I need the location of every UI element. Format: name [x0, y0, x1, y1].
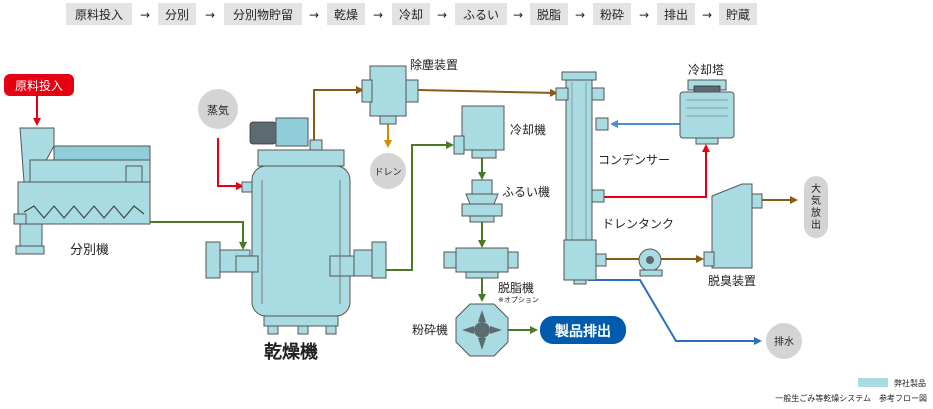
step-box	[158, 3, 196, 25]
step-box	[530, 3, 568, 25]
cooler-label: 冷却機	[510, 122, 546, 137]
flow-arrow: →	[575, 8, 585, 22]
cooling-tower-label: 冷却塔	[688, 63, 724, 77]
cooler-machine	[453, 105, 505, 159]
step-label: 分別	[165, 8, 189, 22]
flow-arrow: →	[437, 8, 447, 22]
step-box	[455, 3, 507, 25]
flow-arrow: →	[309, 8, 319, 22]
step-label: 乾燥	[334, 8, 358, 22]
dryer-machine	[205, 117, 387, 335]
sieve-machine	[461, 179, 503, 223]
separator-machine	[13, 127, 151, 255]
exhaust-char: 出	[811, 218, 821, 231]
product-out-tag: 製品排出	[540, 316, 626, 344]
product-out-label: 製品排出	[554, 323, 611, 340]
flow-arrow: →	[702, 8, 712, 22]
steam-source: 蒸気	[198, 89, 238, 129]
step-box	[657, 3, 695, 25]
drain-water-outlet: 排水	[766, 323, 802, 359]
separator-to-dryer-line	[150, 221, 247, 250]
legend-caption: 一般生ごみ等乾燥システム 参考フロー図	[775, 393, 927, 403]
raw-input-label: 原料投入	[15, 78, 63, 93]
flow-arrow: →	[373, 8, 383, 22]
legend-swatch	[858, 378, 888, 387]
deodorizer-unit	[703, 183, 763, 269]
flow-arrow: →	[140, 8, 150, 22]
raw-input-tag: 原料投入	[4, 74, 74, 96]
warm-water-line	[604, 144, 710, 198]
process-flow-bar: 原料投入 → 分別 → 分別物貯留 → 乾燥 → 冷却 → ふるい → 脱脂 →…	[66, 3, 757, 25]
legend-label: 弊社製品	[894, 378, 926, 388]
steam-label: 蒸気	[207, 103, 229, 117]
step-box	[719, 3, 757, 25]
crusher-machine	[455, 303, 509, 357]
step-box	[593, 3, 631, 25]
step-label: ふるい	[463, 8, 499, 22]
blower-icon	[638, 248, 663, 277]
cooling-tower	[679, 79, 735, 145]
drain-tank	[563, 239, 607, 285]
step-label: 分別物貯留	[233, 8, 293, 22]
step-label: 冷却	[399, 8, 423, 22]
step-label: 原料投入	[75, 7, 123, 22]
exhaust-release: 大 気 放 出	[804, 176, 828, 238]
step-box	[224, 3, 302, 25]
step-label: 粉砕	[600, 7, 624, 22]
degreaser-machine	[443, 247, 519, 279]
deodorizer-label: 脱臭装置	[708, 273, 756, 288]
crusher-label: 粉砕機	[412, 322, 448, 337]
exhaust-char: 放	[811, 206, 821, 219]
dust-remover	[361, 65, 419, 125]
drain-water-line	[588, 279, 762, 345]
step-label: 排出	[664, 8, 688, 22]
step-box	[66, 3, 132, 25]
dryer-label: 乾燥機	[264, 341, 318, 363]
exhaust-char: 大	[811, 182, 821, 195]
drain-source: ドレン	[370, 153, 406, 189]
steam-line	[217, 138, 244, 190]
legend: 弊社製品 一般生ごみ等乾燥システム 参考フロー図	[775, 378, 927, 403]
sieve-label: ふるい機	[502, 184, 550, 199]
step-label: 貯蔵	[726, 8, 750, 22]
condenser-unit	[555, 71, 609, 245]
degreaser-label: 脱脂機	[498, 280, 534, 295]
step-label: 脱脂	[537, 7, 561, 22]
drain-tank-label: ドレンタンク	[602, 217, 674, 231]
condenser-label: コンデンサー	[598, 152, 670, 167]
dust-to-condenser-line	[417, 88, 558, 97]
degreaser-note: ※オプション	[498, 296, 539, 304]
drain-label: ドレン	[374, 168, 401, 178]
flow-arrow: →	[205, 8, 215, 22]
dryer-exhaust-line	[313, 86, 364, 142]
dust-remover-label: 除塵装置	[410, 57, 458, 72]
exhaust-char: 気	[811, 194, 821, 207]
step-box	[392, 3, 430, 25]
flow-arrow: →	[639, 8, 649, 22]
dryer-to-cooler-line	[385, 141, 454, 271]
separator-label: 分別機	[70, 243, 109, 258]
flow-arrow: →	[513, 8, 523, 22]
drain-water-label: 排水	[774, 335, 794, 348]
step-box	[327, 3, 365, 25]
